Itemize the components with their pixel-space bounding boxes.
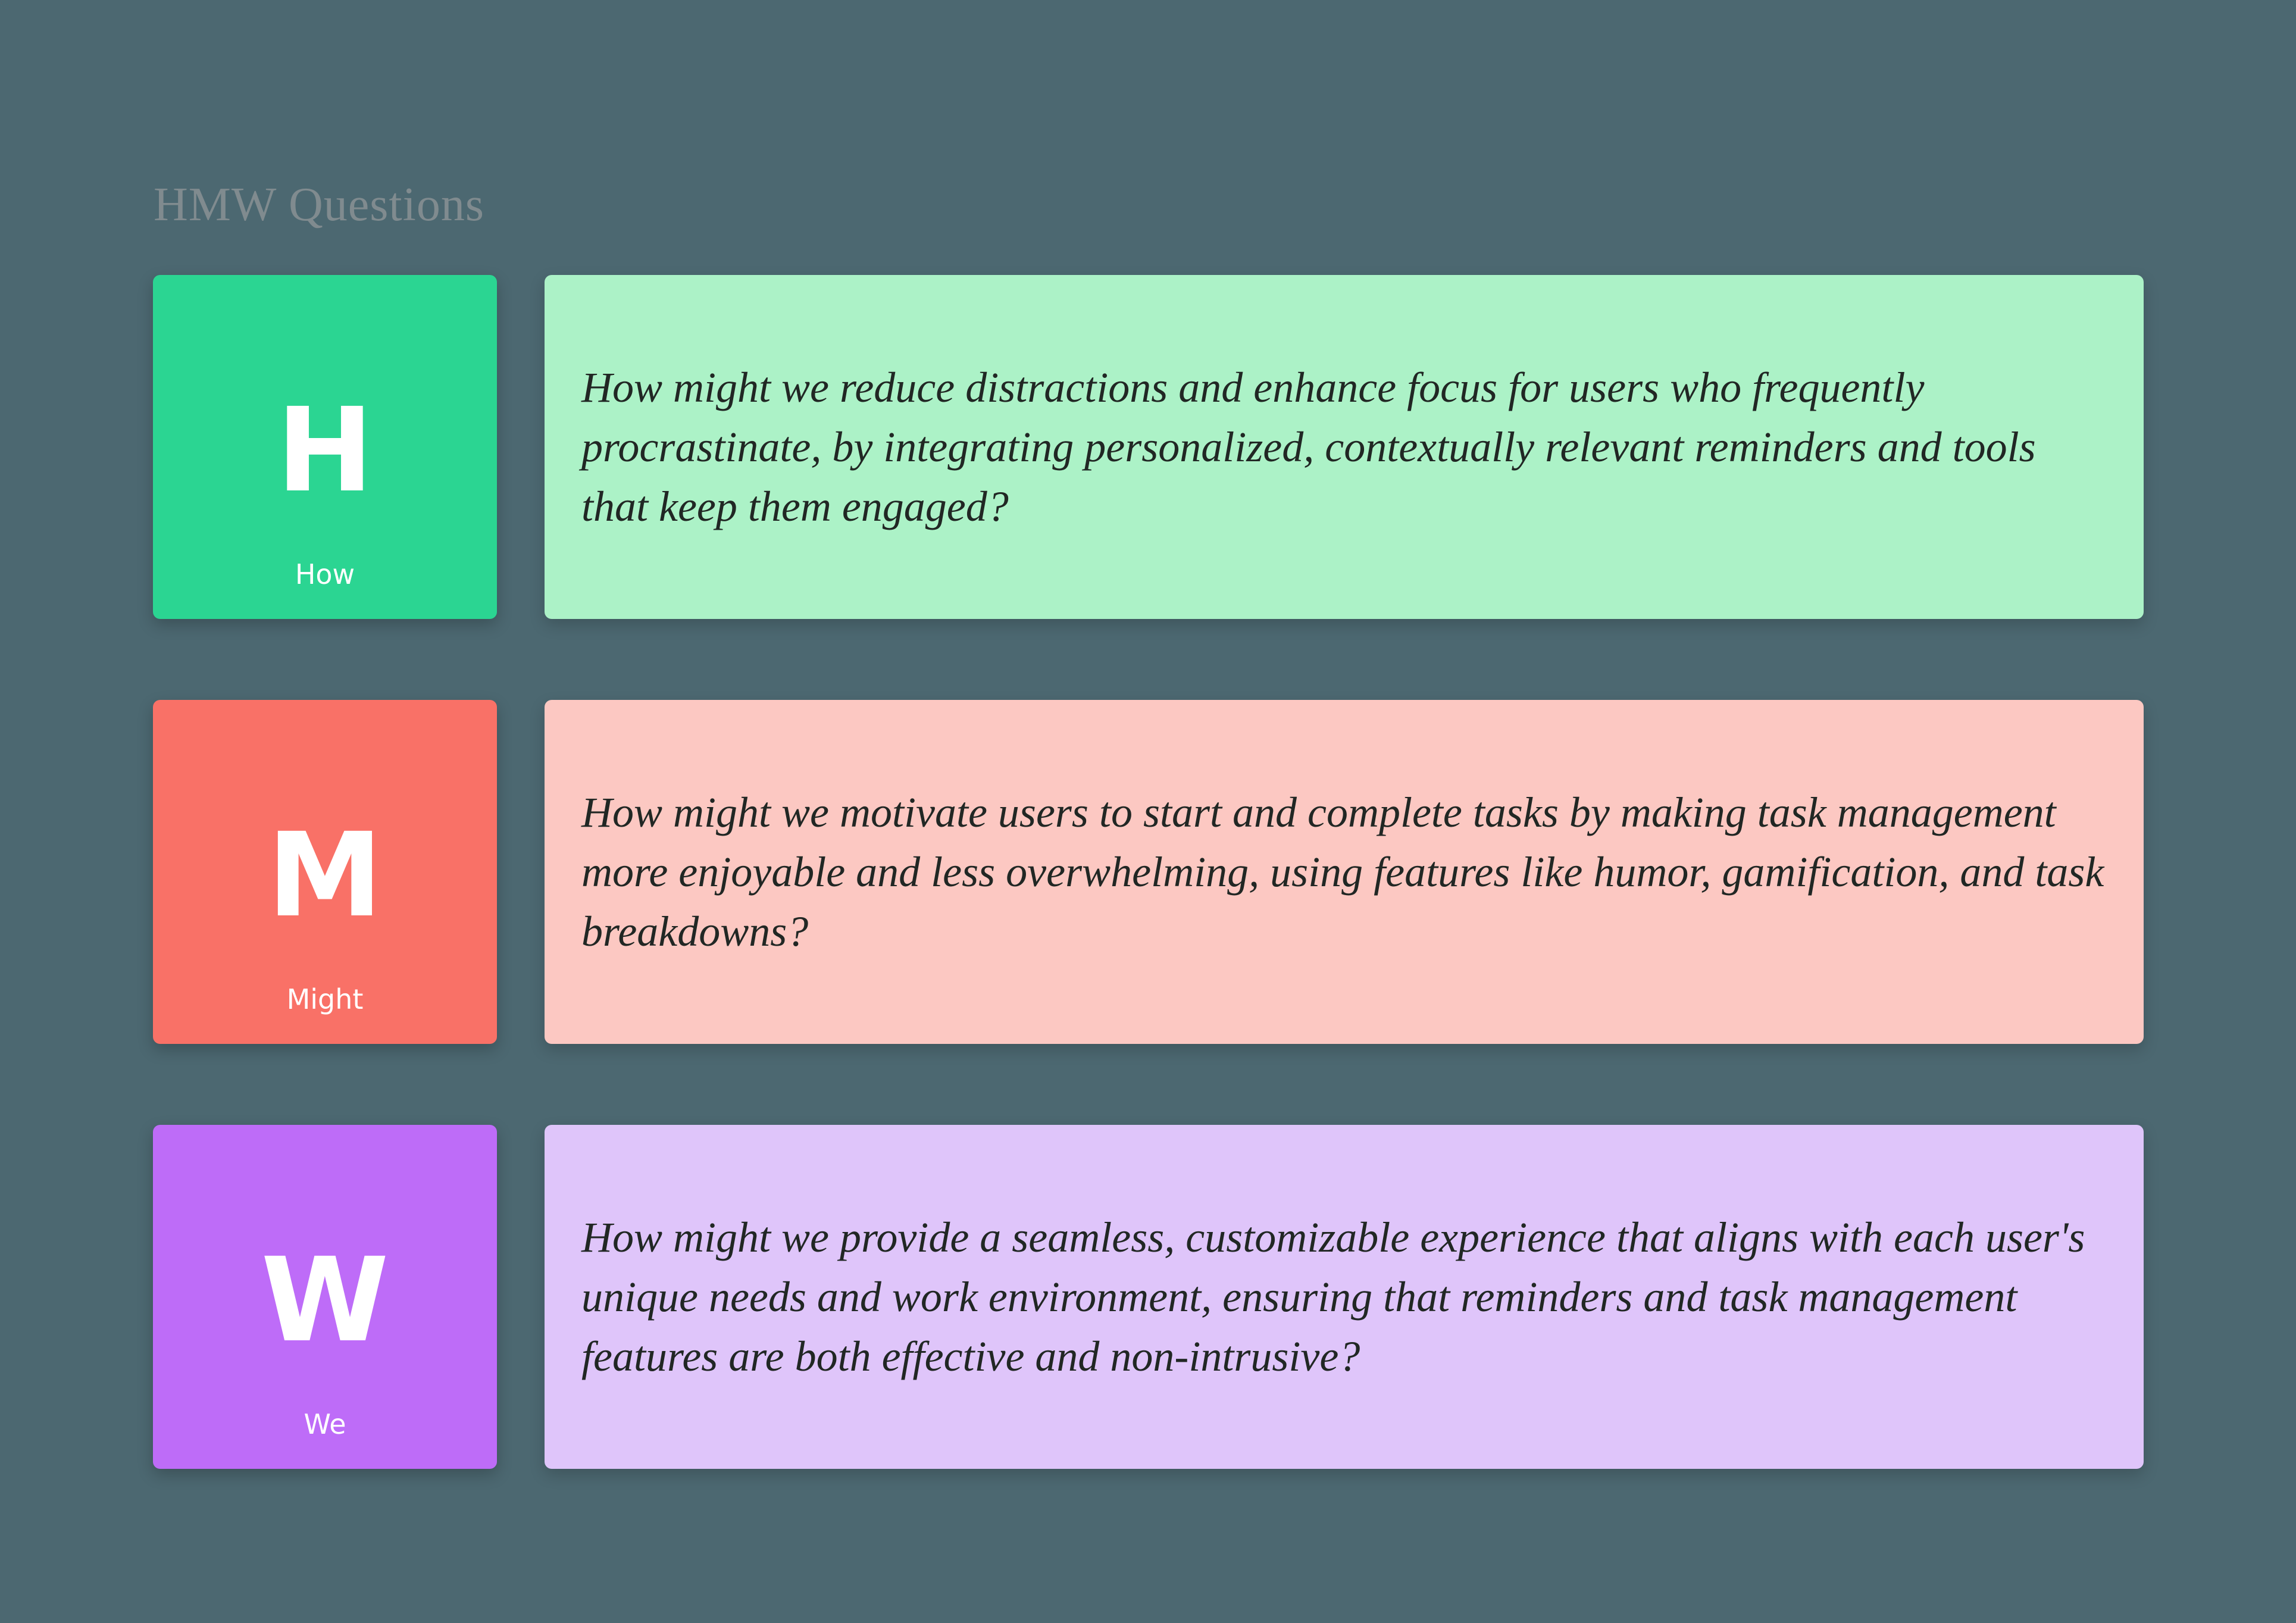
how-letter: H <box>276 382 374 518</box>
hmw-row-we: W We How might we provide a seamless, cu… <box>153 1125 2144 1469</box>
might-question-card[interactable]: How might we motivate users to start and… <box>545 700 2144 1044</box>
hmw-row-how: H How How might we reduce distractions a… <box>153 275 2144 619</box>
hmw-row-might: M Might How might we motivate users to s… <box>153 700 2144 1044</box>
how-label: How <box>295 558 355 590</box>
how-question-text: How might we reduce distractions and enh… <box>581 364 2036 530</box>
might-square-card[interactable]: M Might <box>153 700 497 1044</box>
might-question-text: How might we motivate users to start and… <box>581 789 2104 955</box>
we-question-card[interactable]: How might we provide a seamless, customi… <box>545 1125 2144 1469</box>
might-label: Might <box>286 983 364 1015</box>
how-square-card[interactable]: H How <box>153 275 497 619</box>
we-letter: W <box>261 1232 389 1368</box>
we-square-card[interactable]: W We <box>153 1125 497 1469</box>
how-question-card[interactable]: How might we reduce distractions and enh… <box>545 275 2144 619</box>
we-question-text: How might we provide a seamless, customi… <box>581 1214 2085 1380</box>
might-letter: M <box>267 807 383 943</box>
we-label: We <box>304 1408 346 1440</box>
page-title: HMW Questions <box>154 178 484 231</box>
